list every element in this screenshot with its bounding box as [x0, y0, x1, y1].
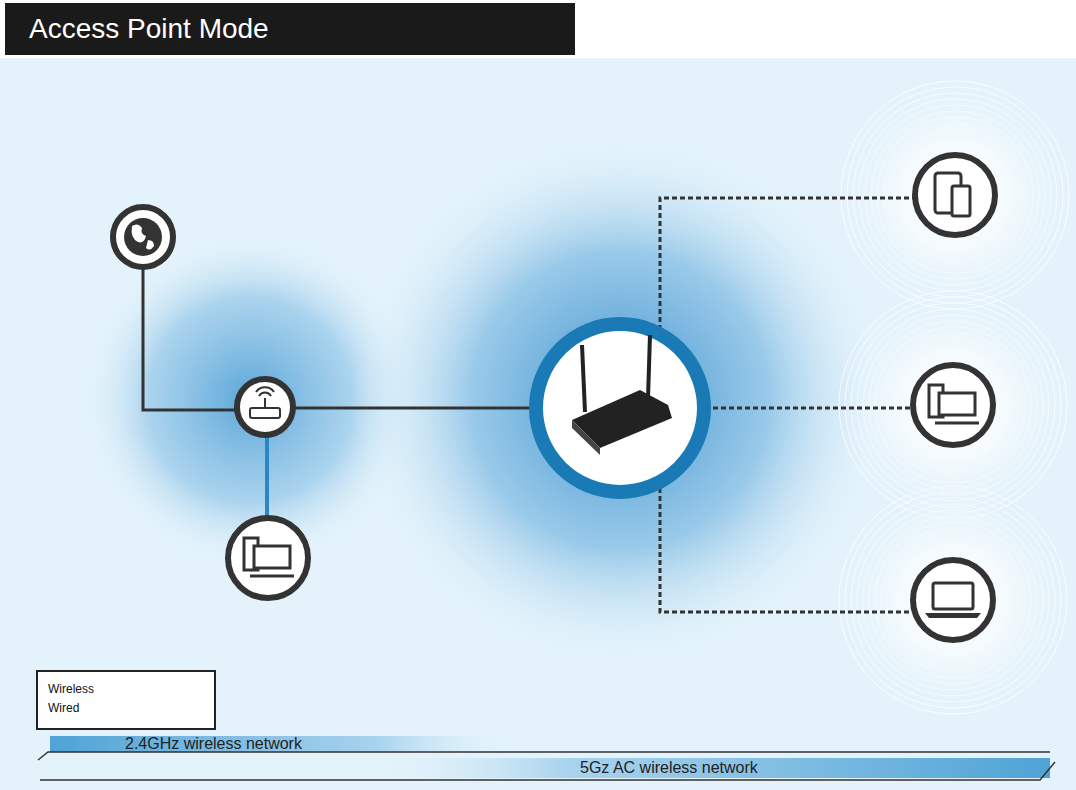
band-text: 5Gz AC wireless network: [580, 759, 758, 777]
legend-text: Wireless: [48, 682, 94, 696]
band-label: 2.4GHz wireless network: [125, 735, 302, 753]
band-text: 2.4GHz wireless network: [125, 735, 302, 753]
legend-box: WirelessWired: [36, 670, 216, 730]
title-bar: Access Point Mode: [5, 3, 575, 55]
band-label: 5Gz AC wireless network: [580, 758, 758, 778]
legend-text: Wired: [48, 701, 79, 715]
